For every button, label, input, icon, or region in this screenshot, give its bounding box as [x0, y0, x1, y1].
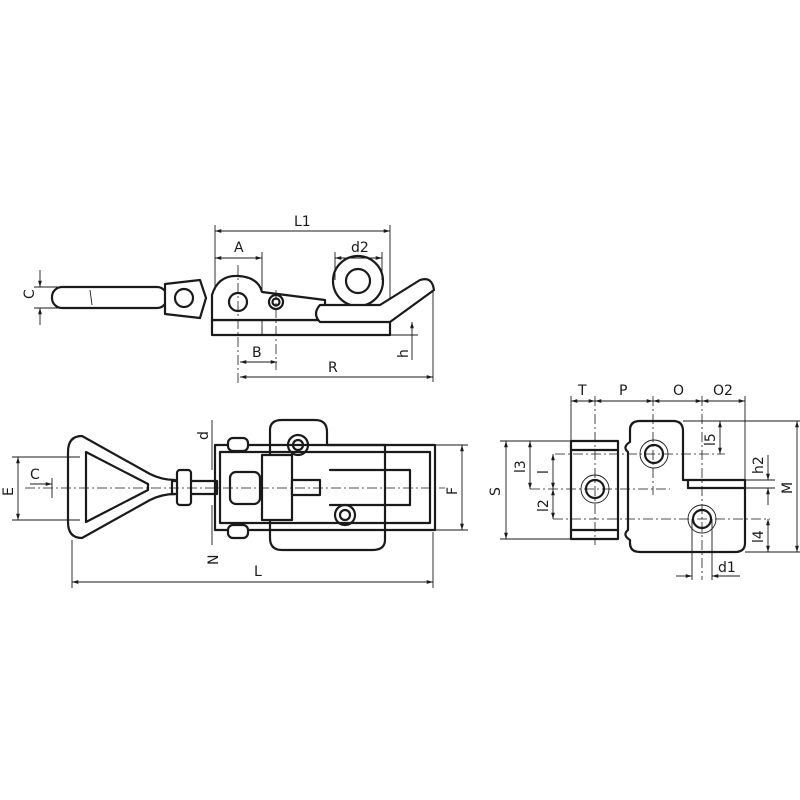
frame [213, 443, 437, 532]
dim-d2: d2 [351, 240, 369, 256]
nut-left [175, 468, 193, 507]
side-block [569, 439, 620, 541]
dim-h2: h2 [751, 456, 767, 474]
dim-l4: l4 [751, 530, 767, 543]
handle-rod [50, 285, 169, 310]
triangle-loop [66, 434, 177, 540]
pin-head-bottom [226, 523, 250, 540]
pin-head-top [226, 436, 250, 453]
dim-l: l [536, 470, 552, 474]
body [210, 274, 327, 322]
dim-N: N [206, 555, 222, 565]
dim-S: S [488, 487, 504, 496]
eye-ring [331, 254, 385, 308]
slider [260, 453, 294, 522]
dim-l3: l3 [513, 460, 529, 473]
bolt [290, 478, 322, 497]
dim-M: M [780, 482, 796, 494]
dim-B: B [252, 345, 262, 361]
dim-l5: l5 [703, 433, 719, 446]
hole-2 [333, 503, 357, 527]
dim-C-plan: C [30, 467, 40, 483]
dim-A: A [234, 240, 244, 256]
dim-h: h [396, 349, 412, 358]
dim-R: R [328, 360, 338, 376]
link [163, 278, 208, 320]
dim-L1: L1 [294, 214, 311, 230]
side-view: L1 A d2 C B R h [22, 214, 436, 385]
base-view: T P O O2 S l3 l l2 l5 h2 M l4 d1 [488, 383, 800, 580]
dim-L: L [254, 564, 262, 580]
dim-O2: O2 [713, 383, 733, 399]
dim-d: d [196, 431, 212, 440]
base-plate [624, 419, 747, 554]
hole-1 [286, 433, 310, 457]
dim-d1: d1 [718, 560, 736, 576]
plan-view: E C F d N L [1, 418, 468, 588]
dim-T: T [577, 383, 587, 399]
dim-O: O [673, 383, 684, 399]
dim-F: F [445, 487, 461, 495]
dim-C-side: C [22, 289, 38, 299]
hook [314, 278, 436, 324]
dim-E: E [1, 487, 17, 496]
dim-P: P [619, 383, 627, 399]
link-hole [173, 287, 195, 309]
dim-l2: l2 [536, 499, 552, 512]
